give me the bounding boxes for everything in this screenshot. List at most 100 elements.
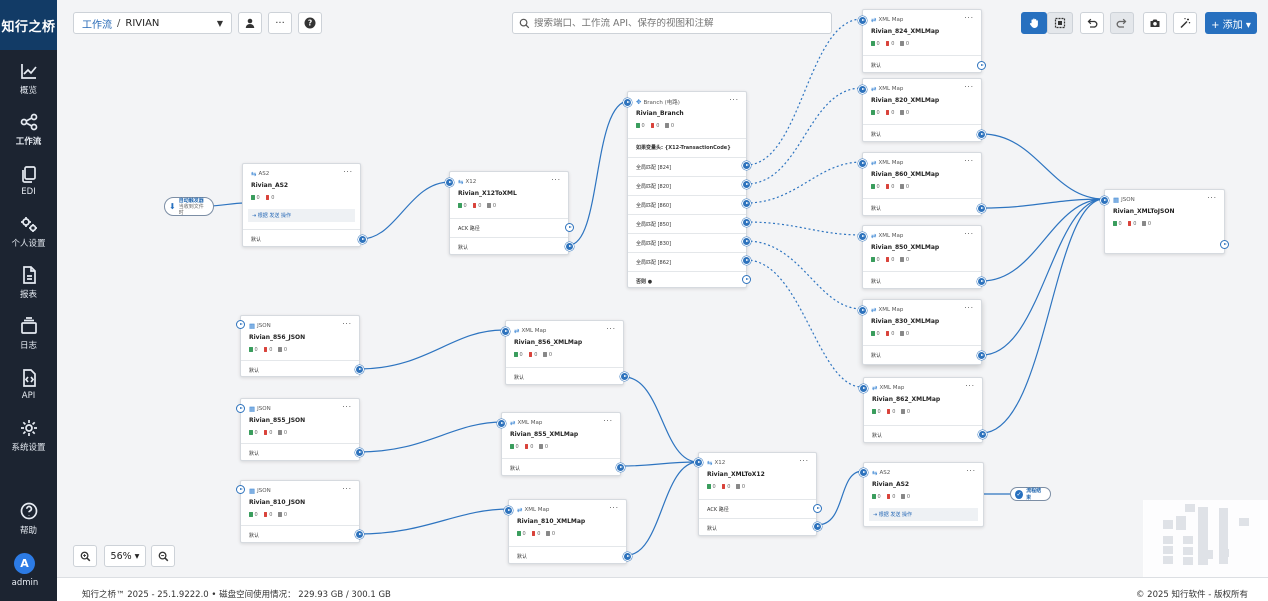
output-port[interactable]	[565, 242, 574, 251]
add-button[interactable]: + 添加 ▾	[1205, 12, 1257, 34]
input-port[interactable]	[497, 419, 506, 428]
input-port[interactable]	[623, 98, 632, 107]
sidebar-item-overview[interactable]: 概览	[0, 55, 57, 101]
minimap[interactable]	[1143, 500, 1268, 577]
screenshot-button[interactable]	[1143, 12, 1167, 34]
input-port[interactable]	[236, 404, 245, 413]
sidebar-item-logs[interactable]: 日志	[0, 310, 57, 356]
node-menu-icon[interactable]: ···	[799, 457, 809, 465]
sidebar-item-system-settings[interactable]: 系统设置	[0, 412, 57, 458]
output-port-else[interactable]	[742, 275, 751, 284]
node-menu-icon[interactable]: ···	[965, 382, 975, 390]
breadcrumb[interactable]: 工作流 / RIVIAN ▼	[73, 12, 232, 34]
sidebar-item-api[interactable]: API	[0, 361, 57, 407]
node-menu-icon[interactable]: ···	[729, 96, 739, 104]
output-port[interactable]	[977, 61, 986, 70]
input-port[interactable]	[445, 178, 454, 187]
zoom-in-button[interactable]	[73, 545, 97, 567]
node-menu-icon[interactable]: ···	[964, 304, 974, 312]
zoom-out-button[interactable]	[151, 545, 175, 567]
output-port-824[interactable]	[742, 161, 751, 170]
output-port-860[interactable]	[742, 199, 751, 208]
node-menu-icon[interactable]: ···	[603, 417, 613, 425]
input-port[interactable]	[236, 485, 245, 494]
output-port-830[interactable]	[742, 237, 751, 246]
redo-button[interactable]	[1110, 12, 1134, 34]
sidebar-item-personal-settings[interactable]: 个人设置	[0, 208, 57, 254]
input-port[interactable]	[504, 506, 513, 515]
output-port-820[interactable]	[742, 180, 751, 189]
output-port[interactable]	[620, 372, 629, 381]
output-port[interactable]	[977, 277, 986, 286]
pan-tool-button[interactable]	[1021, 12, 1047, 34]
sidebar-item-edi[interactable]: EDI	[0, 157, 57, 203]
node-menu-icon[interactable]: ···	[343, 168, 353, 176]
auto-trigger-pill[interactable]: ⬇ 自动触发器 当收到文件时	[164, 197, 214, 216]
output-port-862[interactable]	[742, 256, 751, 265]
node-menu-icon[interactable]: ···	[609, 504, 619, 512]
output-port[interactable]	[978, 430, 987, 439]
output-port[interactable]	[355, 530, 364, 539]
output-port[interactable]	[813, 522, 822, 531]
sidebar-item-workflow[interactable]: 工作流	[0, 106, 57, 152]
node-menu-icon[interactable]: ···	[551, 176, 561, 184]
node-menu-icon[interactable]: ···	[606, 325, 616, 333]
node-menu-icon[interactable]: ···	[342, 485, 352, 493]
input-port[interactable]	[501, 327, 510, 336]
sidebar-item-help[interactable]: 帮助	[0, 495, 57, 541]
undo-button[interactable]	[1080, 12, 1104, 34]
node-menu-icon[interactable]: ···	[964, 230, 974, 238]
input-port[interactable]	[236, 320, 245, 329]
input-port[interactable]	[694, 458, 703, 467]
node-menu-icon[interactable]: ···	[964, 14, 974, 22]
input-port[interactable]	[858, 159, 867, 168]
input-port[interactable]	[858, 232, 867, 241]
output-port[interactable]	[623, 552, 632, 561]
breadcrumb-root[interactable]: 工作流	[82, 19, 112, 31]
output-port[interactable]	[616, 463, 625, 472]
input-port[interactable]	[859, 468, 868, 477]
search-input[interactable]	[534, 17, 824, 29]
auto-layout-button[interactable]	[1173, 12, 1197, 34]
node-menu-icon[interactable]: ···	[966, 467, 976, 475]
ack-port[interactable]	[565, 223, 574, 232]
node-menu-icon[interactable]: ···	[342, 320, 352, 328]
avatar[interactable]: A	[14, 553, 35, 574]
input-port[interactable]	[858, 306, 867, 315]
output-port[interactable]	[355, 365, 364, 374]
input-port[interactable]	[858, 85, 867, 94]
output-port[interactable]	[977, 130, 986, 139]
input-port[interactable]	[859, 384, 868, 393]
user-button[interactable]	[238, 12, 262, 34]
node-menu-icon[interactable]: ···	[964, 83, 974, 91]
help-button[interactable]: ?	[298, 12, 322, 34]
ack-port[interactable]	[813, 504, 822, 513]
more-button[interactable]: ···	[268, 12, 292, 34]
output-port[interactable]	[1220, 240, 1229, 249]
node-menu-icon[interactable]: ···	[964, 157, 974, 165]
select-tool-button[interactable]	[1047, 12, 1073, 34]
input-port[interactable]	[858, 16, 867, 25]
workflow-canvas[interactable]: 工作流 / RIVIAN ▼ ··· ? + 添加 ▾ ⬇ 自动触发器 当收到文…	[57, 0, 1268, 577]
input-port[interactable]	[1100, 196, 1109, 205]
output-port[interactable]	[977, 204, 986, 213]
search-box[interactable]	[512, 12, 832, 34]
